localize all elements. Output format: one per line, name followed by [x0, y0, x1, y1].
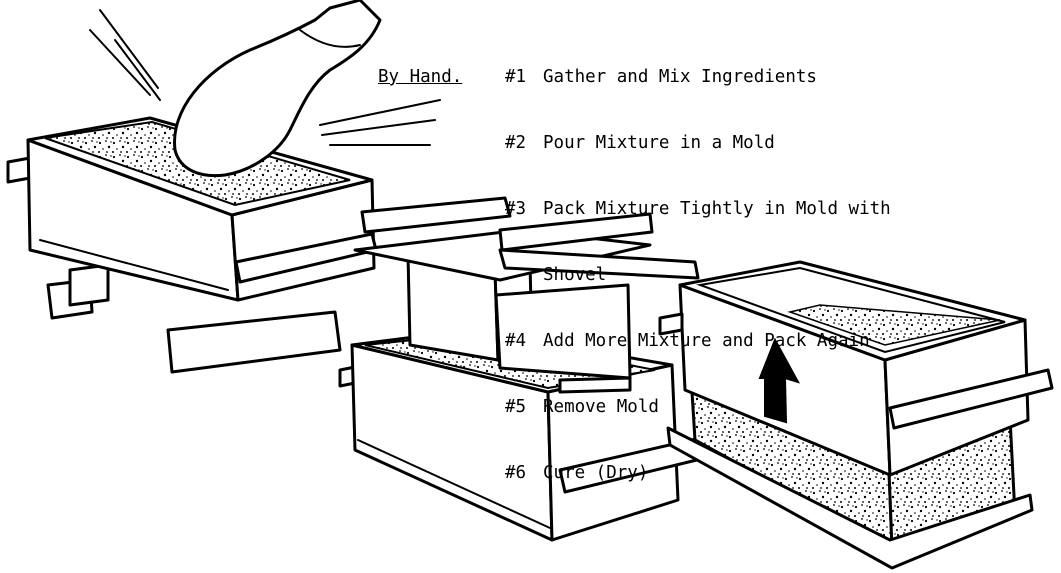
- stage3-mold-being-lifted: [658, 260, 1054, 570]
- step-number-5: #5: [505, 397, 527, 417]
- stage2-mold-with-press-plate: [338, 196, 707, 542]
- step-number-1: #1: [505, 67, 527, 87]
- step-text-2: Pour Mixture in a Mold: [543, 133, 775, 153]
- stage1-hand-packing-mold: [6, 0, 441, 374]
- step-row-1: By Hand. #1 Gather and Mix Ingredients: [378, 66, 817, 88]
- step-number-2: #2: [505, 133, 527, 153]
- step-row-2: #2 Pour Mixture in a Mold: [378, 132, 775, 154]
- step-number-3: #3: [505, 199, 527, 219]
- stand-leg: [68, 263, 110, 307]
- step-text-3: Pack Mixture Tightly in Mold with: [543, 199, 891, 219]
- step-row-3: #3 Pack Mixture Tightly in Mold with: [378, 198, 891, 220]
- step-number-4: #4: [505, 331, 527, 351]
- step-row-6: #6 Cure (Dry): [378, 462, 648, 484]
- step-text-3-cont: Shovel: [543, 265, 607, 285]
- handle-left: [6, 156, 32, 184]
- step-text-1: Gather and Mix Ingredients: [543, 67, 817, 87]
- step-row-3-cont: Shovel: [378, 264, 606, 286]
- stand-front: [166, 310, 342, 374]
- step-number-6: #6: [505, 463, 527, 483]
- step-row-5: #5 Remove Mold: [378, 396, 659, 418]
- step-row-4: #4 Add More Mixture and Pack Again: [378, 330, 870, 352]
- caption-heading: By Hand.: [378, 67, 463, 87]
- up-arrow-icon: [758, 337, 801, 424]
- step-text-6: Cure (Dry): [543, 463, 649, 483]
- step-text-5: Remove Mold: [543, 397, 659, 417]
- step-text-4: Add More Mixture and Pack Again: [543, 331, 870, 351]
- hand-illustration: [173, 0, 382, 178]
